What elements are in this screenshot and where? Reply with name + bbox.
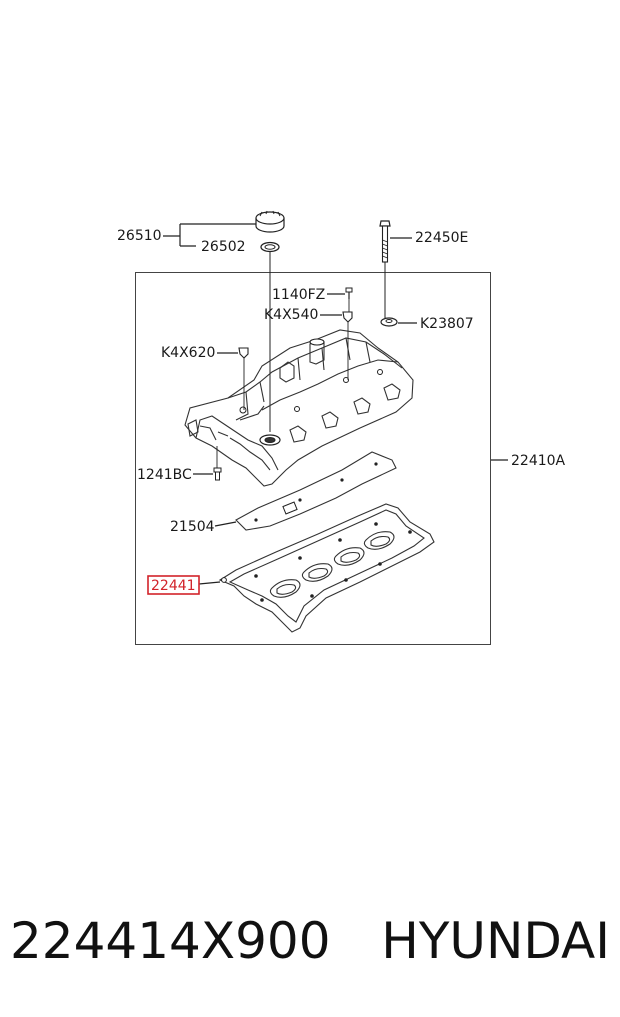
assembly-frame (135, 272, 491, 645)
label-k4x620: K4X620 (161, 345, 215, 361)
label-22450e: 22450E (415, 230, 468, 246)
clip-k4x620 (238, 347, 249, 359)
baffle-plate (235, 451, 397, 531)
cover-gasket (218, 503, 435, 633)
highlight-box (147, 575, 200, 595)
bolt-1241bc (213, 467, 222, 481)
label-1140fz: 1140FZ (272, 287, 325, 303)
label-26510: 26510 (117, 228, 162, 244)
clip-k4x540 (342, 311, 353, 323)
product-caption: 224414X900 HYUNDAI (10, 906, 610, 976)
label-22410a: 22410A (511, 453, 566, 469)
brand-name: HYUNDAI (381, 912, 610, 970)
bolt-1140fz (345, 287, 353, 299)
label-k4x540: K4X540 (264, 307, 318, 323)
cap-gasket (260, 241, 280, 253)
bolt-22450e (379, 220, 391, 263)
washer-k23807 (380, 317, 398, 327)
oil-filler-cap (255, 210, 285, 233)
label-k23807: K23807 (420, 316, 474, 332)
label-22441: 22441 (151, 578, 196, 594)
label-1241bc: 1241BC (137, 467, 192, 483)
rocker-cover (184, 329, 414, 487)
label-26502: 26502 (201, 239, 246, 255)
part-number: 224414X900 (10, 912, 331, 970)
label-21504: 21504 (170, 519, 215, 535)
